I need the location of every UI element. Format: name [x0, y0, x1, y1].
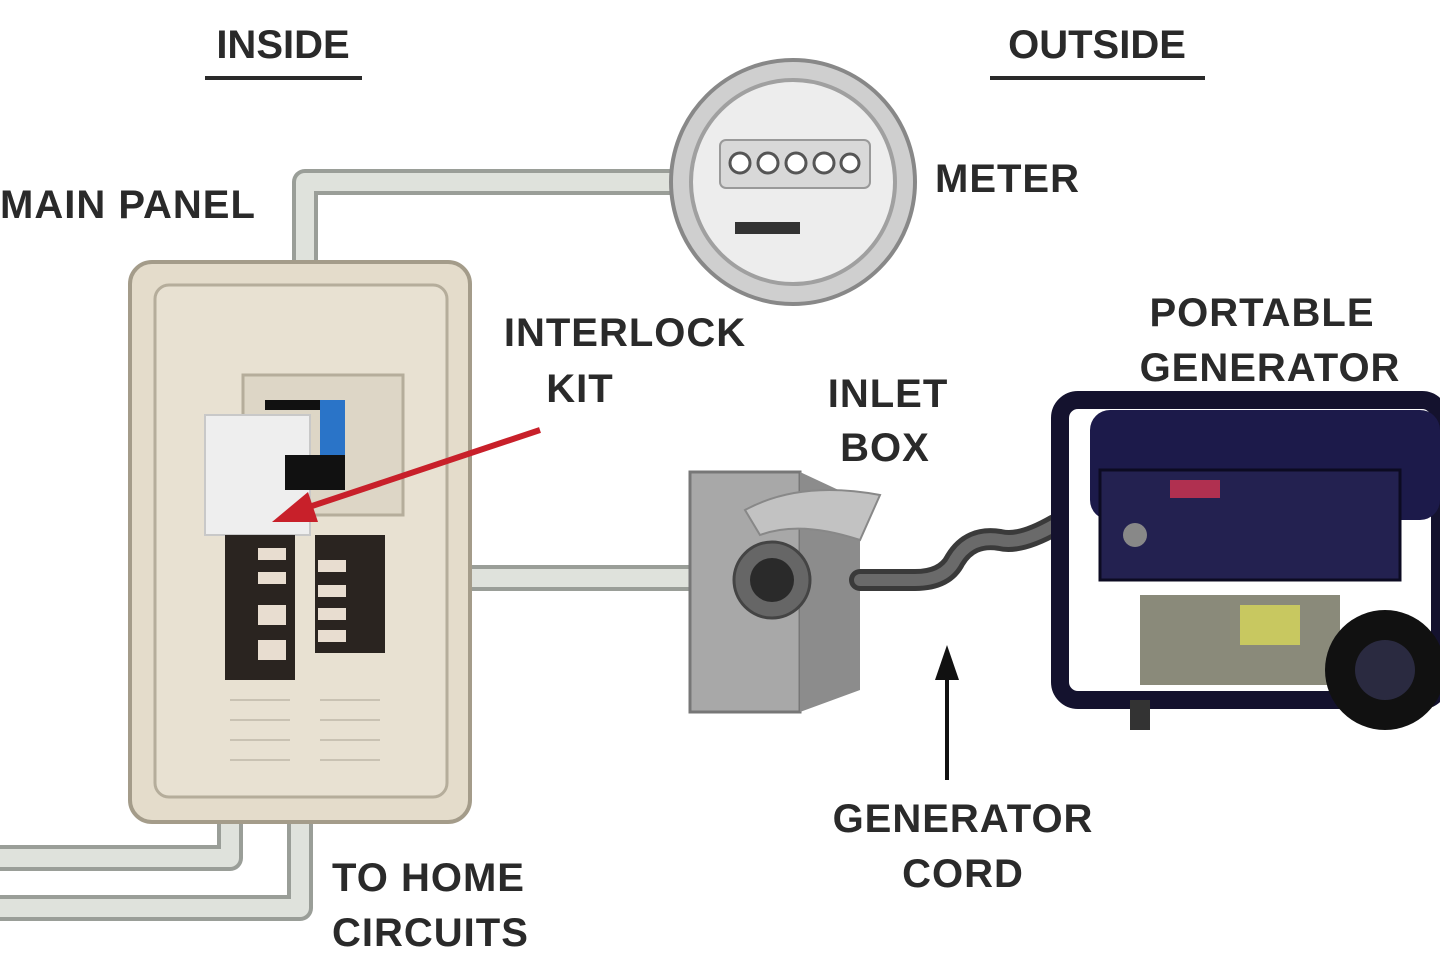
- home-circuits-label-line2: CIRCUITS: [332, 911, 529, 955]
- generator-cord-label-line1: GENERATOR: [833, 797, 1094, 841]
- interlock-pointer-arrow: [272, 427, 541, 522]
- home-circuits-label-line1: TO HOME: [332, 856, 525, 900]
- portable-generator-label-line2: GENERATOR: [1140, 346, 1401, 390]
- inlet-box-icon: [688, 470, 882, 714]
- inlet-box-label-line2: BOX: [840, 426, 930, 470]
- meter-label: METER: [935, 157, 1080, 201]
- outside-header: OUTSIDE: [1008, 23, 1186, 67]
- inlet-box-label-line1: INLET: [828, 372, 949, 416]
- interlock-kit-label-line2: KIT: [546, 367, 613, 411]
- wires: [0, 169, 700, 921]
- generator-cord: [849, 514, 1066, 591]
- generator-cord-label-line2: CORD: [902, 852, 1024, 896]
- cord-pointer-arrow: [935, 645, 959, 780]
- portable-generator-label-line1: PORTABLE: [1149, 291, 1374, 335]
- meter-icon: [669, 58, 917, 306]
- main-panel-label: MAIN PANEL: [0, 183, 256, 227]
- portable-generator-icon: [1051, 391, 1440, 730]
- interlock-kit-label-line1: INTERLOCK: [504, 311, 746, 355]
- inside-header: INSIDE: [216, 23, 349, 67]
- main-panel: [128, 260, 472, 824]
